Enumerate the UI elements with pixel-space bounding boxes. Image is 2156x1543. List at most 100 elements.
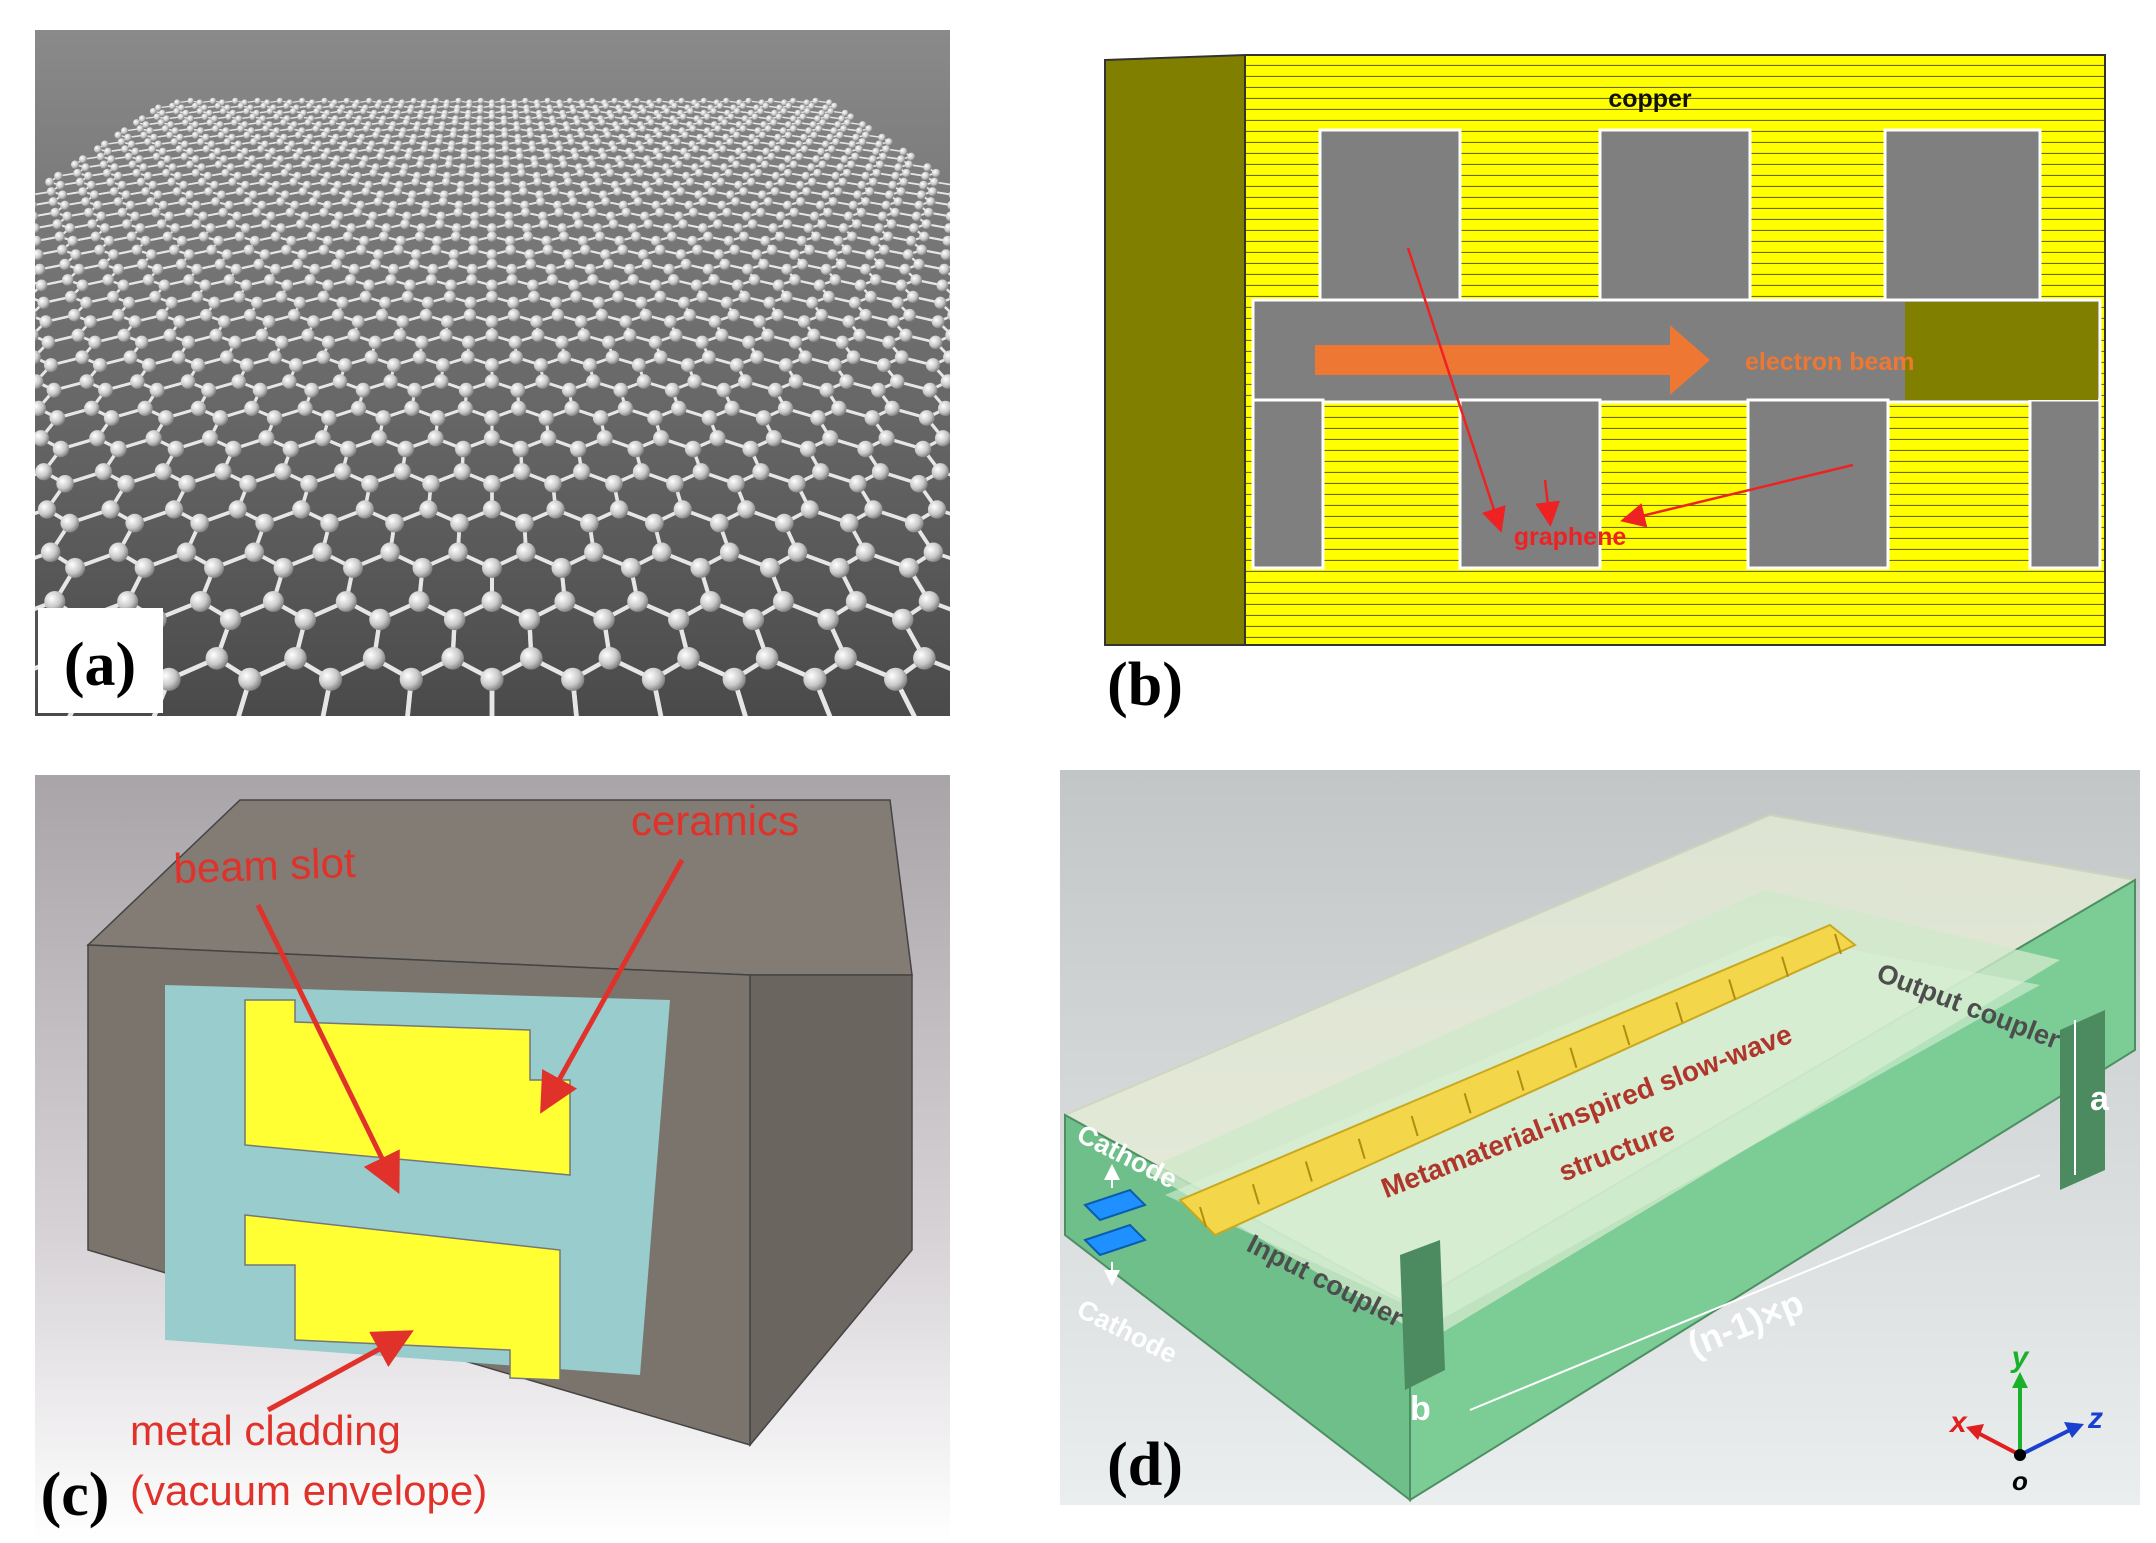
carbon-atom: [819, 119, 827, 127]
carbon-atom: [723, 97, 730, 105]
carbon-atom: [476, 119, 484, 127]
carbon-atom: [574, 119, 582, 127]
carbon-bond: [954, 315, 983, 321]
carbon-atom: [523, 107, 531, 115]
carbon-bond: [151, 725, 185, 750]
carbon-atom: [231, 119, 239, 127]
carbon-atom: [647, 119, 655, 127]
carbon-atom: [785, 102, 793, 110]
carbon-bond: [35, 239, 37, 242]
carbon-bond: [536, 725, 577, 750]
carbon-atom: [808, 102, 815, 110]
carbon-bond: [0, 250, 25, 255]
carbon-atom: [313, 107, 321, 115]
carbon-atom: [416, 113, 424, 121]
carbon-atom: [804, 107, 811, 115]
carbon-atom: [211, 115, 219, 123]
carbon-atom: [158, 109, 166, 117]
carbon-atom: [225, 113, 233, 121]
carbon-atom: [767, 97, 775, 105]
carbon-atom: [780, 107, 788, 115]
carbon-atom: [700, 97, 708, 105]
carbon-atom: [598, 119, 606, 127]
carbon-bond: [948, 226, 950, 230]
carbon-atom: [617, 107, 624, 115]
carbon-atom: [656, 97, 663, 105]
carbon-atom: [237, 102, 245, 110]
carbon-atom: [455, 97, 462, 105]
carbon-atom: [182, 109, 190, 117]
carbon-atom: [273, 113, 281, 121]
carbon-atom: [822, 104, 829, 112]
carbon-atom: [812, 97, 819, 105]
carbon-atom: [402, 119, 410, 127]
carbon-bond: [35, 228, 36, 230]
carbon-atom: [138, 115, 146, 123]
carbon-bond: [958, 264, 984, 269]
carbon-atom: [433, 97, 440, 105]
carbon-bond: [577, 725, 623, 750]
carbon-bond: [0, 224, 23, 228]
carbon-atom: [512, 113, 520, 121]
carbon-atom: [378, 119, 386, 127]
carbon-bond: [1, 297, 29, 303]
carbon-atom: [703, 113, 711, 121]
carbon-atom: [765, 115, 773, 123]
carbon-bond: [35, 240, 37, 244]
carbon-bond: [35, 380, 37, 384]
carbon-atom: [182, 119, 190, 127]
carbon-atom: [254, 97, 261, 105]
carbon-bond: [799, 725, 833, 750]
carbon-atom: [826, 99, 833, 106]
carbon-atom: [440, 113, 448, 121]
carbon-bond: [961, 224, 984, 228]
carbon-atom: [776, 104, 783, 112]
carbon-atom: [745, 119, 753, 127]
carbon-atom: [406, 107, 414, 115]
carbon-atom: [757, 107, 765, 115]
carbon-atom: [534, 102, 541, 110]
carbon-bond: [624, 725, 663, 750]
carbon-bond: [952, 205, 962, 212]
carbon-bond: [948, 226, 950, 230]
carbon-atom: [739, 102, 747, 110]
carbon-atom: [549, 119, 557, 127]
carbon-atom: [321, 97, 328, 105]
carbon-bond: [833, 725, 887, 750]
carbon-atom: [522, 97, 529, 105]
carbon-atom: [745, 97, 752, 105]
carbon-atom: [299, 97, 306, 105]
carbon-atom: [149, 107, 157, 115]
carbon-atom: [191, 121, 199, 129]
carbon-bond: [21, 195, 31, 202]
carbon-atom: [584, 113, 592, 121]
carbon-atom: [266, 107, 274, 115]
carbon-atom: [343, 97, 351, 105]
carbon-atom: [771, 109, 778, 117]
carbon-bond: [919, 725, 975, 750]
carbon-atom: [173, 99, 181, 106]
carbon-bond: [0, 264, 26, 269]
carbon-bond: [951, 216, 962, 224]
carbon-atom: [694, 102, 701, 110]
carbon-atom: [443, 102, 450, 110]
carbon-atom: [206, 119, 214, 127]
carbon-bond: [952, 202, 963, 206]
carbon-atom: [544, 97, 551, 105]
carbon-atom: [823, 113, 831, 121]
carbon-atom: [536, 113, 544, 121]
carbon-bond: [953, 192, 964, 195]
carbon-atom: [687, 107, 694, 115]
carbon-atom: [648, 102, 656, 110]
carbon-bond: [952, 335, 983, 342]
carbon-bond: [65, 725, 96, 750]
carbon-atom: [775, 113, 783, 121]
carbon-atom: [781, 99, 788, 106]
carbon-atom: [360, 107, 367, 115]
carbon-atom: [280, 119, 288, 127]
carbon-atom: [397, 102, 404, 110]
graphene-lattice: [0, 97, 984, 750]
carbon-atom: [602, 102, 610, 110]
carbon-atom: [843, 119, 851, 127]
carbon-atom: [353, 119, 361, 127]
